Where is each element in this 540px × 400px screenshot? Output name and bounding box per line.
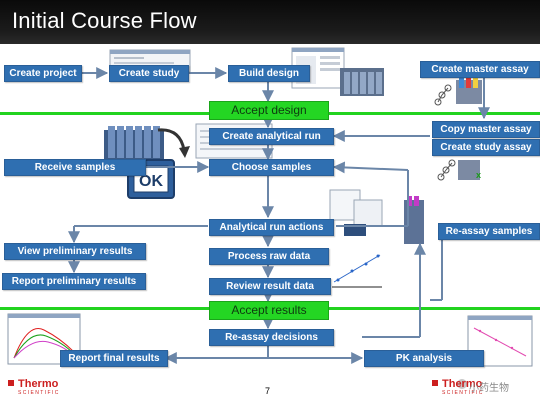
brand-name-right: Thermo <box>442 378 483 390</box>
create-master-assay-box[interactable]: Create master assay <box>420 61 540 78</box>
flow-arrows <box>68 67 490 364</box>
create-project-box[interactable]: Create project <box>4 65 82 82</box>
thermo-logo <box>8 380 438 386</box>
copy-master-assay-box[interactable]: Copy master assay <box>432 121 540 138</box>
svg-text:x: x <box>476 170 481 180</box>
accept-design-box[interactable]: Accept design <box>209 101 329 120</box>
pk-analysis-box[interactable]: PK analysis <box>364 350 484 367</box>
page-number: 7 <box>265 386 271 396</box>
choose-samples-box[interactable]: Choose samples <box>209 159 334 176</box>
watermark-text: 小药生物 <box>469 383 509 394</box>
review-result-data-box[interactable]: Review result data <box>209 278 331 295</box>
report-preliminary-results-box[interactable]: Report preliminary results <box>2 273 146 290</box>
brand-sub-left: SCIENTIFIC <box>18 390 60 396</box>
curved-arrow-icon <box>157 128 190 158</box>
brand-name-left: Thermo <box>18 378 59 390</box>
tube-rack-icon <box>456 78 482 104</box>
molecule-icon <box>434 84 452 106</box>
process-raw-data-box[interactable]: Process raw data <box>209 248 329 265</box>
ok-label: OK <box>139 173 163 190</box>
brand-sub-right: SCIENTIFIC <box>442 390 484 396</box>
scatter-plot-thumbnail <box>332 254 382 288</box>
create-study-box[interactable]: Create study <box>109 65 189 82</box>
tube-rack-icon <box>104 126 164 164</box>
create-study-assay-box[interactable]: Create study assay <box>432 139 540 156</box>
accept-results-box[interactable]: Accept results <box>209 301 329 320</box>
molecule-icon <box>437 159 456 181</box>
tube-rack-icon <box>340 68 384 96</box>
build-design-box[interactable]: Build design <box>228 65 310 82</box>
re-assay-samples-box[interactable]: Re-assay samples <box>438 223 540 240</box>
wechat-watermark-icon <box>457 379 467 389</box>
screenshot-thumbnail <box>329 189 383 227</box>
page-title: Initial Course Flow <box>12 8 197 33</box>
view-preliminary-results-box[interactable]: View preliminary results <box>4 243 146 260</box>
analytical-run-actions-box[interactable]: Analytical run actions <box>209 219 334 236</box>
title-bar: Initial Course Flow <box>0 0 540 44</box>
tube-rack-icon: x <box>458 160 481 180</box>
create-analytical-run-box[interactable]: Create analytical run <box>209 128 334 145</box>
report-final-results-box[interactable]: Report final results <box>60 350 168 367</box>
receive-samples-box[interactable]: Receive samples <box>4 159 146 176</box>
re-assay-decisions-box[interactable]: Re-assay decisions <box>209 329 334 346</box>
